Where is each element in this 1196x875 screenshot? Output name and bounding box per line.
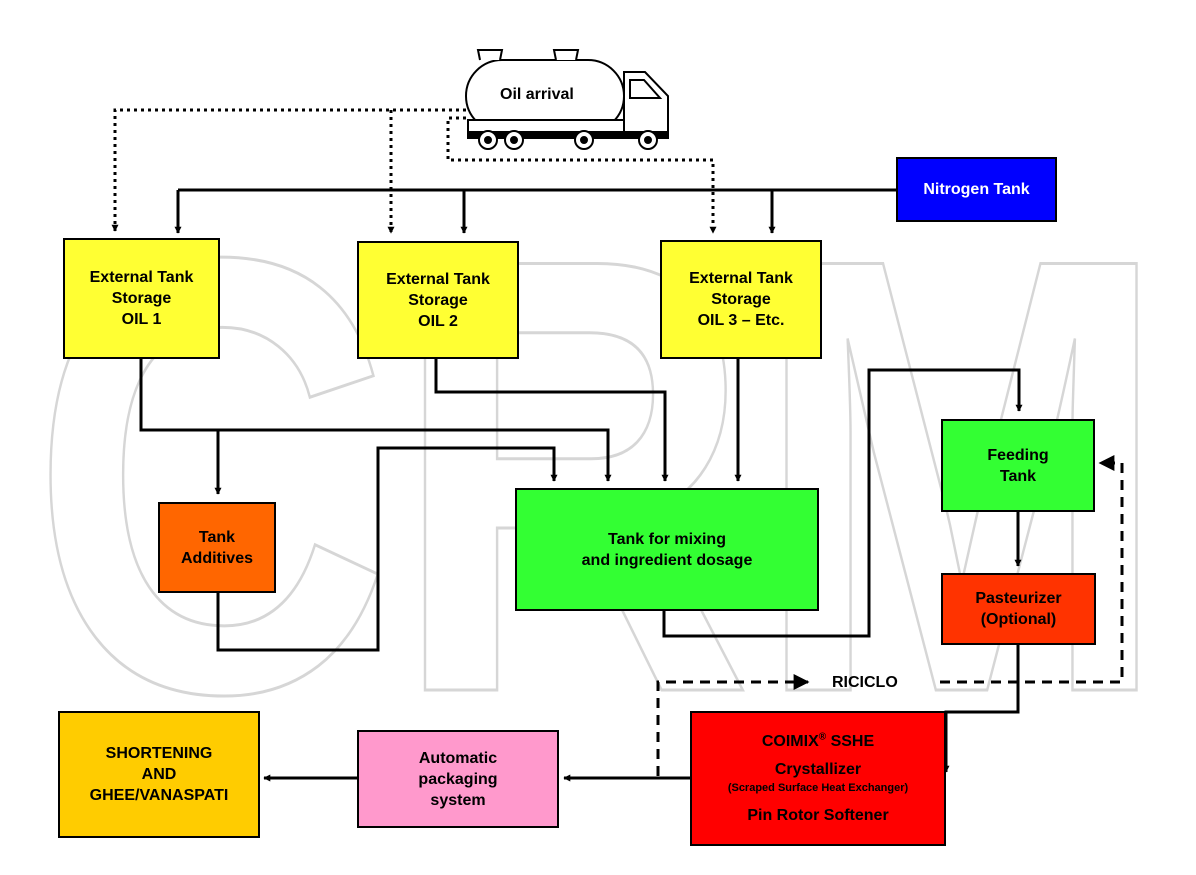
- pasteurizer-label-line: Pasteurizer: [975, 590, 1062, 607]
- packaging-label-line: Automatic: [418, 749, 498, 767]
- additives-label-line: Tank: [198, 528, 236, 546]
- oil-arrival-label: Oil arrival: [500, 86, 574, 103]
- tank-label-line: Storage: [111, 290, 172, 307]
- shortening-label-line: SHORTENING: [105, 745, 213, 762]
- shortening-ghee-box: SHORTENING AND GHEE/VANASPATI: [58, 711, 260, 838]
- feeding-tank-box: Feeding Tank: [941, 419, 1095, 512]
- tank-additives-box: Tank Additives: [158, 502, 276, 593]
- registered-mark: ®: [818, 731, 827, 743]
- flow-oil2-to-mixing: [434, 358, 669, 482]
- tank-label-line: Storage: [408, 291, 468, 309]
- tank-label-line: OIL 1: [121, 311, 162, 328]
- mixing-tank-box: Tank for mixing and ingredient dosage: [515, 488, 819, 611]
- tank-label-line: OIL 3 – Etc.: [697, 312, 785, 329]
- nitrogen-tank-label: Nitrogen Tank: [923, 181, 1030, 198]
- nitrogen-tank-box: Nitrogen Tank: [896, 157, 1057, 222]
- external-tank-oil2-box: External Tank Storage OIL 2: [357, 241, 519, 359]
- tank-label-line: External Tank: [89, 269, 194, 286]
- shortening-label-line: AND: [141, 766, 177, 783]
- shortening-label-line: GHEE/VANASPATI: [89, 787, 229, 804]
- pasteurizer-label-line: (Optional): [980, 611, 1057, 628]
- pasteurizer-box: Pasteurizer (Optional): [941, 573, 1096, 645]
- flow-additives-to-mixing: [216, 446, 558, 652]
- coimix-crystallizer-label: Crystallizer: [774, 760, 862, 778]
- tanker-truck-icon: [465, 49, 669, 150]
- mixing-label-line: Tank for mixing: [608, 530, 726, 548]
- tank-label-line: External Tank: [689, 270, 793, 287]
- tank-label-line: External Tank: [386, 270, 490, 288]
- additives-label-line: Additives: [180, 549, 253, 567]
- coimix-title-suffix: SSHE: [826, 732, 875, 750]
- external-tank-oil3-box: External Tank Storage OIL 3 – Etc.: [660, 240, 822, 359]
- flow-oil1-to-manifold: [139, 358, 612, 482]
- packaging-label-line: packaging: [418, 770, 498, 788]
- coimix-pin-rotor-label: Pin Rotor Softener: [747, 806, 889, 824]
- coimix-sshe-box: COIMIX® SSHE Crystallizer (Scraped Surfa…: [690, 711, 946, 846]
- flow-mixing-to-feeding: [662, 368, 1023, 638]
- riciclo-line-right: [940, 455, 1124, 684]
- feeding-label-line: Tank: [999, 467, 1037, 485]
- mixing-label-line: and ingredient dosage: [581, 551, 753, 569]
- coimix-title: COIMIX® SSHE: [762, 731, 874, 753]
- coimix-sshe-full-name: (Scraped Surface Heat Exchanger): [727, 781, 909, 794]
- packaging-system-box: Automatic packaging system: [357, 730, 559, 828]
- external-tank-oil1-box: External Tank Storage OIL 1: [63, 238, 220, 359]
- oil-arrival-line-oil1: [111, 108, 466, 232]
- packaging-label-line: system: [430, 791, 486, 809]
- coimix-title-text: COIMIX: [761, 732, 819, 750]
- tank-label-line: Storage: [711, 291, 771, 308]
- flow-pasteurizer-to-coimix: [942, 644, 1020, 773]
- riciclo-label: RICICLO: [832, 674, 898, 691]
- tank-label-line: OIL 2: [418, 312, 458, 330]
- feeding-label-line: Feeding: [987, 446, 1049, 464]
